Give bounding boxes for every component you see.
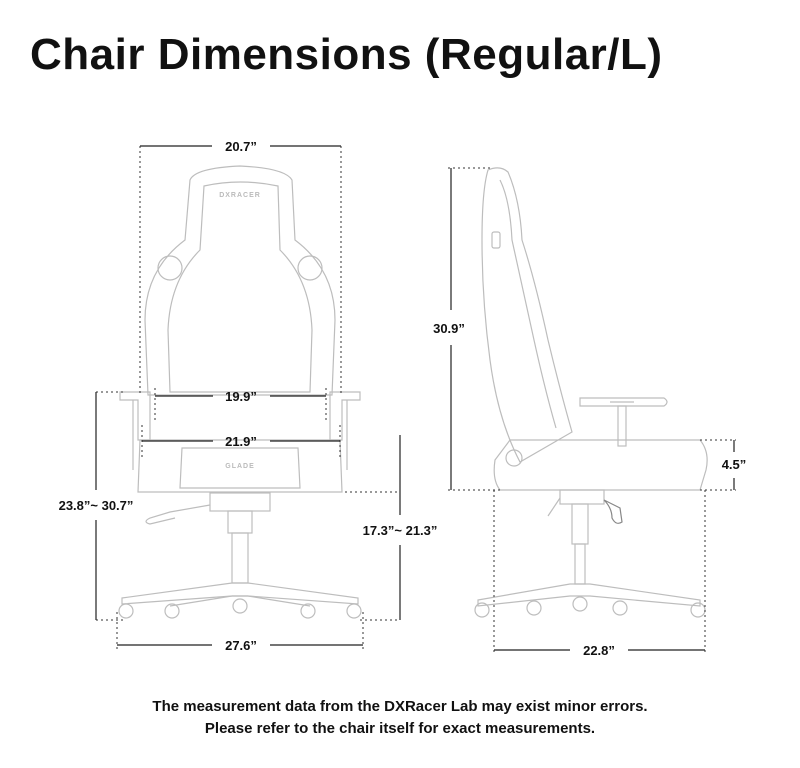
- side-view-chair: [474, 167, 708, 618]
- front-dimensions: 20.7” 19.9” 21.9” 23.8”~ 30.7” 17.3”~ 21…: [59, 139, 438, 653]
- seat-logo: GLADE: [225, 463, 255, 470]
- disclaimer-line-1: The measurement data from the DXRacer La…: [152, 698, 648, 715]
- disclaimer: The measurement data from the DXRacer La…: [0, 696, 800, 740]
- dim-base-width: 27.6”: [225, 638, 257, 653]
- dim-seat-inner-width: 19.9”: [225, 389, 257, 404]
- dim-backrest-width: 20.7”: [225, 139, 257, 154]
- side-dimensions: 30.9” 4.5” 22.8”: [433, 167, 747, 658]
- disclaimer-line-2: Please refer to the chair itself for exa…: [204, 720, 596, 737]
- dim-seat-width: 21.9”: [225, 434, 257, 449]
- dim-base-depth: 22.8”: [583, 643, 615, 658]
- backrest-logo: DXRACER: [219, 192, 261, 199]
- dim-seat-thickness: 4.5”: [722, 457, 747, 472]
- dim-overall-height: 23.8”~ 30.7”: [59, 498, 134, 513]
- front-view-chair: DXRACER GLADE: [118, 165, 362, 619]
- dim-backrest-height: 30.9”: [433, 321, 465, 336]
- page-title: Chair Dimensions (Regular/L): [30, 30, 663, 79]
- dim-seat-height: 17.3”~ 21.3”: [363, 523, 438, 538]
